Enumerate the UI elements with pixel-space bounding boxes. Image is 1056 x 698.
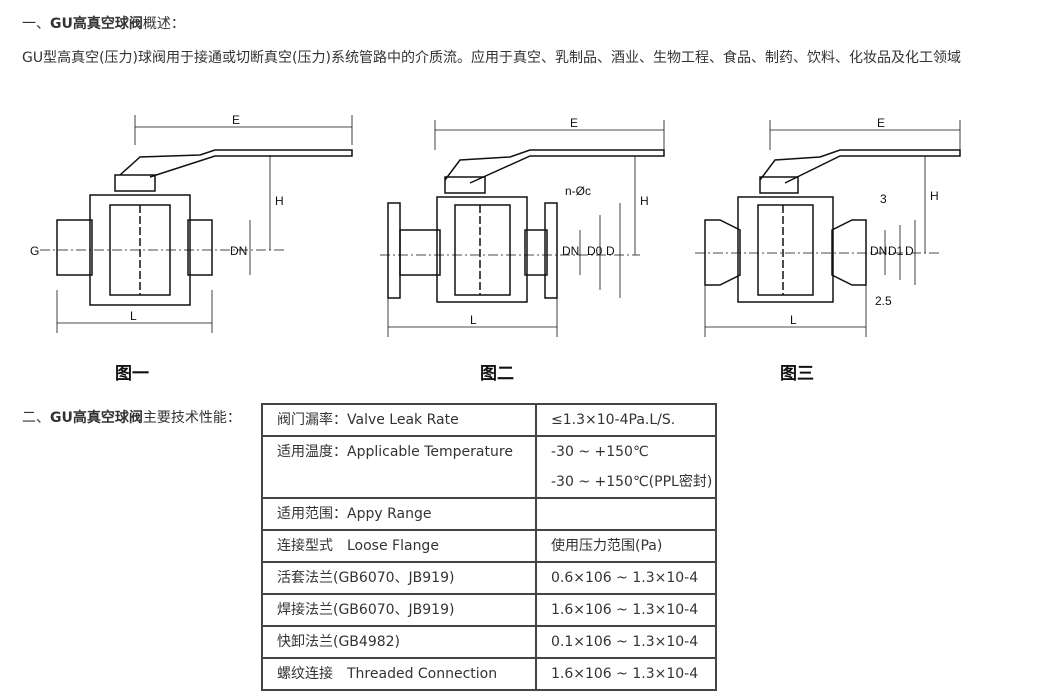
row-label: 适用范围：Appy Range bbox=[261, 497, 537, 531]
row-value: 0.1×106 ~ 1.3×10-4 bbox=[535, 625, 717, 659]
table-row: 快卸法兰(GB4982)0.1×106 ~ 1.3×10-4 bbox=[261, 625, 717, 659]
value-line: -30 ~ +150℃(PPL密封) bbox=[551, 474, 713, 490]
fig1-label-h: H bbox=[275, 194, 284, 208]
row-value: ≤1.3×10-4Pa.L/S. bbox=[535, 403, 717, 437]
row-value bbox=[535, 497, 717, 531]
row-label: 阀门漏率：Valve Leak Rate bbox=[261, 403, 537, 437]
fig3-label-2-5: 2.5 bbox=[875, 294, 892, 308]
heading-prefix: 一、 bbox=[22, 16, 50, 32]
fig3-label-dn: DN bbox=[870, 244, 887, 258]
figure-2-drawing bbox=[380, 120, 665, 337]
row-label: 快卸法兰(GB4982) bbox=[261, 625, 537, 659]
heading-prefix: 二、 bbox=[22, 410, 50, 426]
section1-body: GU型高真空(压力)球阀用于接通或切断真空(压力)系统管路中的介质流。应用于真空… bbox=[22, 50, 961, 66]
table-row: 焊接法兰(GB6070、JB919)1.6×106 ~ 1.3×10-4 bbox=[261, 593, 717, 627]
fig2-label-e: E bbox=[570, 116, 578, 130]
fig3-label-l: L bbox=[790, 313, 797, 327]
heading-suffix: 主要技术性能： bbox=[142, 410, 241, 426]
row-label: 螺纹连接 Threaded Connection bbox=[261, 657, 537, 691]
fig1-label-dn: DN bbox=[230, 244, 247, 258]
row-value: 使用压力范围(Pa) bbox=[535, 529, 717, 563]
figure-3-drawing bbox=[695, 120, 961, 337]
fig2-label-l: L bbox=[470, 313, 477, 327]
fig1-label-l: L bbox=[130, 309, 137, 323]
fig3-label-3: 3 bbox=[880, 192, 887, 206]
section1-heading: 一、GU高真空球阀概述： bbox=[22, 13, 185, 33]
fig2-label-dn: DN bbox=[562, 244, 579, 258]
heading-suffix: 概述： bbox=[142, 16, 185, 32]
figure-3-caption: 图三 bbox=[780, 364, 814, 383]
row-label: 连接型式 Loose Flange bbox=[261, 529, 537, 563]
table-row: 阀门漏率：Valve Leak Rate≤1.3×10-4Pa.L/S. bbox=[261, 403, 717, 437]
spec-table: 阀门漏率：Valve Leak Rate≤1.3×10-4Pa.L/S. 适用温… bbox=[261, 403, 717, 691]
row-value: 0.6×106 ~ 1.3×10-4 bbox=[535, 561, 717, 595]
value-line: -30 ~ +150℃ bbox=[551, 444, 649, 460]
table-row: 活套法兰(GB6070、JB919)0.6×106 ~ 1.3×10-4 bbox=[261, 561, 717, 595]
fig2-label-d0: D0 bbox=[587, 244, 603, 258]
table-row: 适用范围：Appy Range bbox=[261, 497, 717, 531]
fig1-label-e: E bbox=[232, 113, 240, 127]
row-label: 活套法兰(GB6070、JB919) bbox=[261, 561, 537, 595]
fig3-label-h: H bbox=[930, 189, 939, 203]
fig2-label-d: D bbox=[606, 244, 615, 258]
fig3-label-e: E bbox=[877, 116, 885, 130]
valve-drawings: E H G DN L E H n-Øc DN D0 D L E H 3 DN D… bbox=[30, 113, 961, 383]
row-value: -30 ~ +150℃ -30 ~ +150℃(PPL密封) bbox=[535, 435, 717, 499]
figure-1-caption: 图一 bbox=[115, 364, 149, 383]
figure-2-caption: 图二 bbox=[480, 364, 514, 383]
section2-heading: 二、GU高真空球阀主要技术性能： bbox=[22, 407, 241, 427]
heading-bold: GU高真空球阀 bbox=[50, 410, 143, 426]
fig2-label-nc: n-Øc bbox=[565, 184, 591, 198]
row-label: 焊接法兰(GB6070、JB919) bbox=[261, 593, 537, 627]
fig1-label-g: G bbox=[30, 244, 39, 258]
figure-1-drawing bbox=[40, 115, 353, 333]
fig3-label-d: D bbox=[905, 244, 914, 258]
row-value: 1.6×106 ~ 1.3×10-4 bbox=[535, 657, 717, 691]
fig2-label-h: H bbox=[640, 194, 649, 208]
row-label: 适用温度：Applicable Temperature bbox=[261, 435, 537, 499]
table-row: 适用温度：Applicable Temperature-30 ~ +150℃-3… bbox=[261, 435, 717, 499]
row-value: 1.6×106 ~ 1.3×10-4 bbox=[535, 593, 717, 627]
fig3-label-d1: D1 bbox=[888, 244, 904, 258]
heading-bold: GU高真空球阀 bbox=[50, 16, 143, 32]
